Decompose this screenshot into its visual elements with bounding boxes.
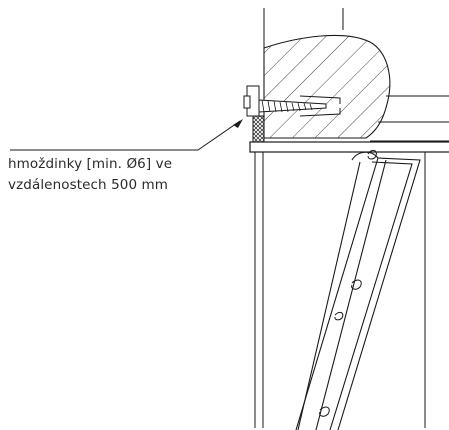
wooden-beam: [263, 34, 391, 139]
folded-panel: [295, 151, 421, 430]
annotation-leader: [10, 120, 241, 151]
anchor-label-line-1: hmoždinky [min. Ø6] ve: [8, 156, 173, 172]
panel-clips: [319, 149, 377, 417]
lower-casing: [254, 152, 426, 428]
screw-thread: [261, 99, 313, 113]
anchor-label-line-2: vzdálenostech 500 mm: [8, 177, 169, 193]
leader-arrow: [233, 119, 243, 128]
washer: [243, 95, 251, 109]
mounting-profile: [249, 141, 449, 153]
insulation-strip: [252, 115, 265, 145]
anchor-assembly: [243, 85, 449, 153]
dowel-sleeve: [299, 95, 341, 117]
